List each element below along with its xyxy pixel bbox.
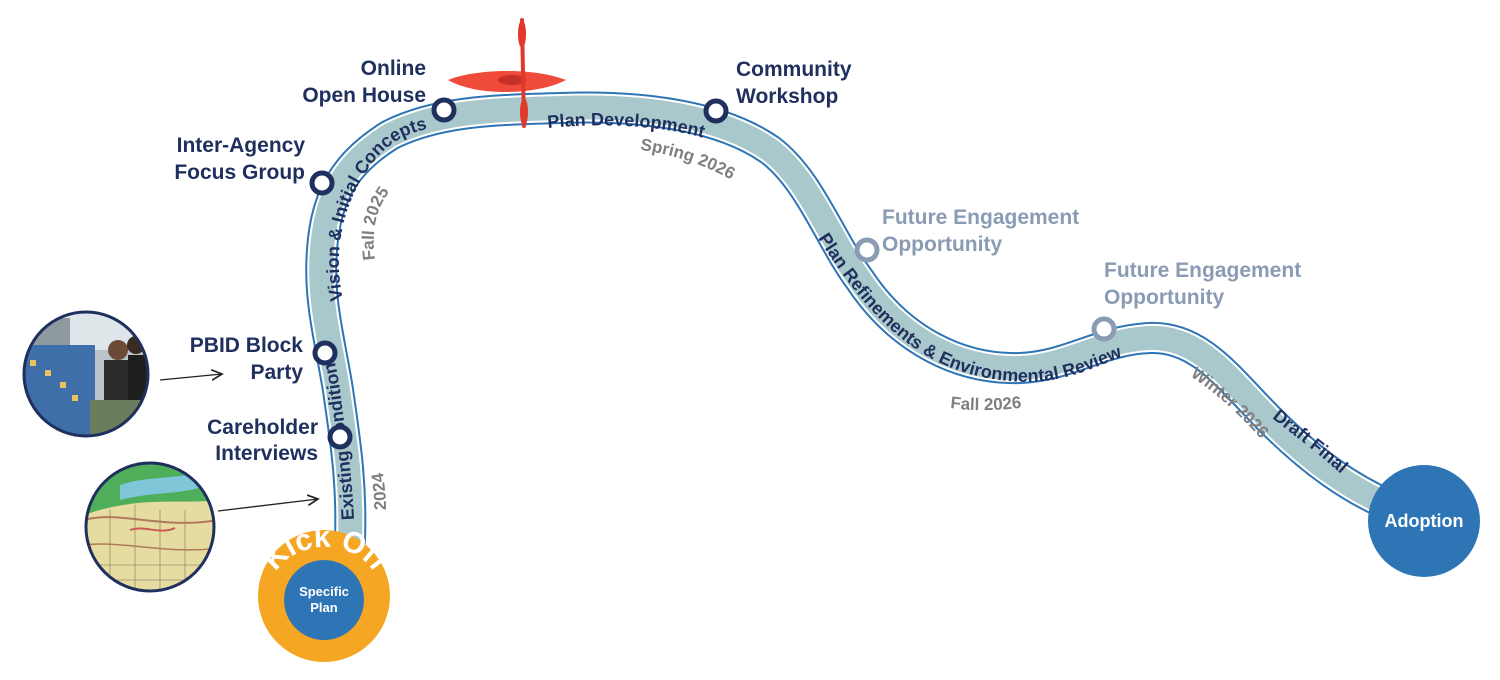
stage-existing-conditions-date: 2024 <box>368 471 390 510</box>
milestone-workshop-line2: Workshop <box>736 85 838 108</box>
milestone-careholder-line2: Interviews <box>215 442 318 465</box>
adoption-label: Adoption <box>1385 511 1464 531</box>
milestone-future-1: Future Engagement Opportunity <box>854 206 1079 263</box>
specific-plan-line1: Specific <box>299 584 349 599</box>
stage-refinements-date: Fall 2026 <box>950 393 1023 414</box>
milestone-openhouse-line1: Online <box>361 57 426 80</box>
milestone-workshop-line1: Community <box>736 58 852 81</box>
milestone-future-2: Future Engagement Opportunity <box>1091 259 1301 342</box>
milestone-future-1-line1: Future Engagement <box>882 206 1079 229</box>
milestone-careholder-line1: Careholder <box>207 416 318 439</box>
arrow-photo1 <box>159 374 222 380</box>
river-path <box>305 91 1416 556</box>
milestone-future-2-line1: Future Engagement <box>1104 259 1301 282</box>
kickoff-badge: Kick Off Specific Plan <box>257 521 395 662</box>
milestone-careholder: Careholder Interviews <box>207 416 353 465</box>
adoption-badge: Adoption <box>1368 465 1480 577</box>
milestone-pbid: PBID Block Party <box>190 334 338 384</box>
arrow-photo2 <box>217 499 318 512</box>
kayak-icon <box>448 18 566 128</box>
specific-plan-line2: Plan <box>310 600 338 615</box>
milestone-future-1-line2: Opportunity <box>882 233 1002 256</box>
milestone-pbid-line1: PBID Block <box>190 334 304 357</box>
photo-block-party <box>22 310 150 438</box>
milestone-pbid-line2: Party <box>250 361 303 384</box>
milestone-future-2-line2: Opportunity <box>1104 286 1224 309</box>
milestone-interagency-line1: Inter-Agency <box>177 134 306 157</box>
milestone-workshop: Community Workshop <box>703 58 852 124</box>
milestone-openhouse-line2: Open House <box>302 84 426 107</box>
milestone-interagency: Inter-Agency Focus Group <box>174 134 335 196</box>
stage-vision-date: Fall 2025 <box>359 183 393 261</box>
milestone-openhouse: Online Open House <box>302 57 457 123</box>
photo-map <box>84 461 216 593</box>
milestone-interagency-line2: Focus Group <box>174 161 305 184</box>
